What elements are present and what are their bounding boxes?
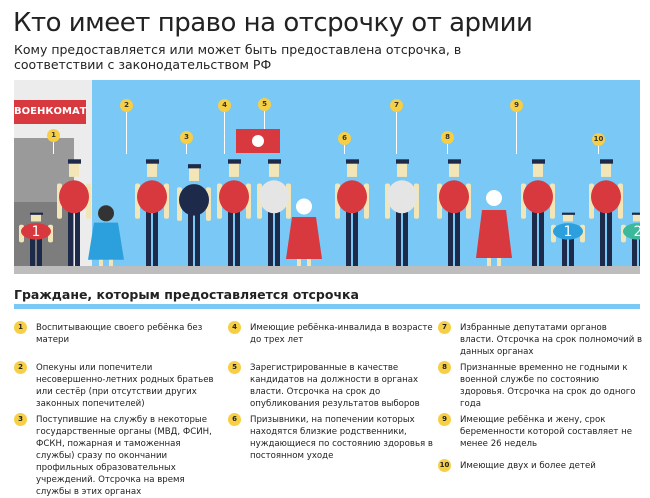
marker-line (447, 144, 448, 154)
item-number-badge: 5 (228, 361, 241, 374)
shirt-number: 1 (564, 224, 573, 240)
man-figure (385, 159, 419, 266)
item-number-badge: 1 (14, 321, 27, 334)
woman-figure (286, 198, 322, 266)
man-figure (217, 159, 251, 266)
speech-bubble-icon (252, 135, 264, 147)
voenkomat-sign: ВОЕНКОМАТ (14, 100, 87, 124)
item-number-badge: 8 (438, 361, 451, 374)
item-number-badge: 4 (228, 321, 241, 334)
marker-line (126, 112, 127, 154)
marker-line (264, 111, 265, 130)
man-figure (335, 159, 369, 266)
marker-8: 8 (441, 131, 454, 144)
section-title: Граждане, которым предоставляется отсроч… (14, 287, 359, 302)
item-text: Призывники, на попечении которых находят… (250, 415, 433, 461)
section-divider (14, 304, 640, 309)
man-figure (521, 159, 555, 266)
man-figure (177, 164, 211, 266)
kid-figure: 1 (551, 212, 585, 266)
marker-line (396, 112, 397, 154)
marker-5: 5 (258, 98, 271, 111)
item-text: Поступившие на службу в некоторые госуда… (36, 415, 212, 497)
item-text: Опекуны или попечители несовершенно-летн… (36, 363, 214, 409)
marker-line (186, 144, 187, 154)
man-figure (589, 159, 623, 266)
item-number-badge: 2 (14, 361, 27, 374)
item-text: Признанные временно не годными к военной… (460, 363, 636, 409)
floor (14, 266, 640, 274)
girl-figure (88, 205, 124, 266)
deferment-item: 2 Опекуны или попечители несовершенно-лет… (14, 361, 219, 410)
item-number-badge: 6 (228, 413, 241, 426)
deferment-item: 3 Поступившие на службу в некоторые госуд… (14, 413, 219, 498)
deferment-item: 7 Избранные депутатами органов власти. От… (438, 321, 643, 358)
item-text: Избранные депутатами органов власти. Отс… (460, 323, 643, 357)
marker-1: 1 (47, 129, 60, 142)
placard (236, 129, 280, 153)
item-number-badge: 10 (438, 459, 451, 472)
man-figure (257, 159, 291, 266)
page-subtitle: Кому предоставляется или может быть пред… (14, 42, 462, 72)
kid-figure: 1 (19, 212, 53, 266)
marker-7: 7 (390, 99, 403, 112)
item-text: Воспитывающие своего ребёнка без матери (36, 323, 203, 345)
woman-figure (476, 190, 512, 266)
deferment-item: 5 Зарегистрированные в качестве кандидато… (228, 361, 433, 410)
marker-line (516, 112, 517, 154)
man-figure (135, 159, 169, 266)
marker-9: 9 (510, 99, 523, 112)
deferment-item: 8 Признанные временно не годными к военно… (438, 361, 643, 410)
man-figure (437, 159, 471, 266)
marker-2: 2 (120, 99, 133, 112)
marker-line (224, 112, 225, 154)
illustration: ВОЕНКОМАТ 1 2 3 4 5 6 7 8 9 10 1 1 2 (14, 80, 640, 274)
item-text: Зарегистрированные в качестве кандидатов… (250, 363, 420, 409)
item-number-badge: 9 (438, 413, 451, 426)
deferment-item: 9 Имеющие ребёнка и жену, срок беременнос… (438, 413, 643, 450)
shirt-number: 1 (32, 224, 41, 240)
item-number-badge: 7 (438, 321, 451, 334)
deferment-item: 4 Имеющие ребёнка-инвалида в возрасте до … (228, 321, 433, 346)
item-text: Имеющие ребёнка-инвалида в возрасте до т… (250, 323, 433, 345)
marker-6: 6 (338, 132, 351, 145)
deferment-item: 6 Призывники, на попечении которых находя… (228, 413, 433, 462)
kid-figure: 2 (621, 212, 640, 266)
marker-3: 3 (180, 131, 193, 144)
man-figure (57, 159, 91, 266)
item-text: Имеющие двух и более детей (460, 461, 596, 471)
marker-10: 10 (592, 133, 605, 146)
marker-line (53, 142, 54, 154)
shirt-number: 2 (634, 224, 640, 240)
deferment-item: 1 Воспитывающие своего ребёнка без матери (14, 321, 219, 346)
marker-4: 4 (218, 99, 231, 112)
item-number-badge: 3 (14, 413, 27, 426)
deferment-item: 10 Имеющие двух и более детей (438, 459, 643, 472)
page-title: Кто имеет право на отсрочку от армии (13, 8, 533, 38)
item-text: Имеющие ребёнка и жену, срок беременност… (460, 415, 633, 449)
marker-line (344, 145, 345, 154)
marker-line (598, 146, 599, 154)
